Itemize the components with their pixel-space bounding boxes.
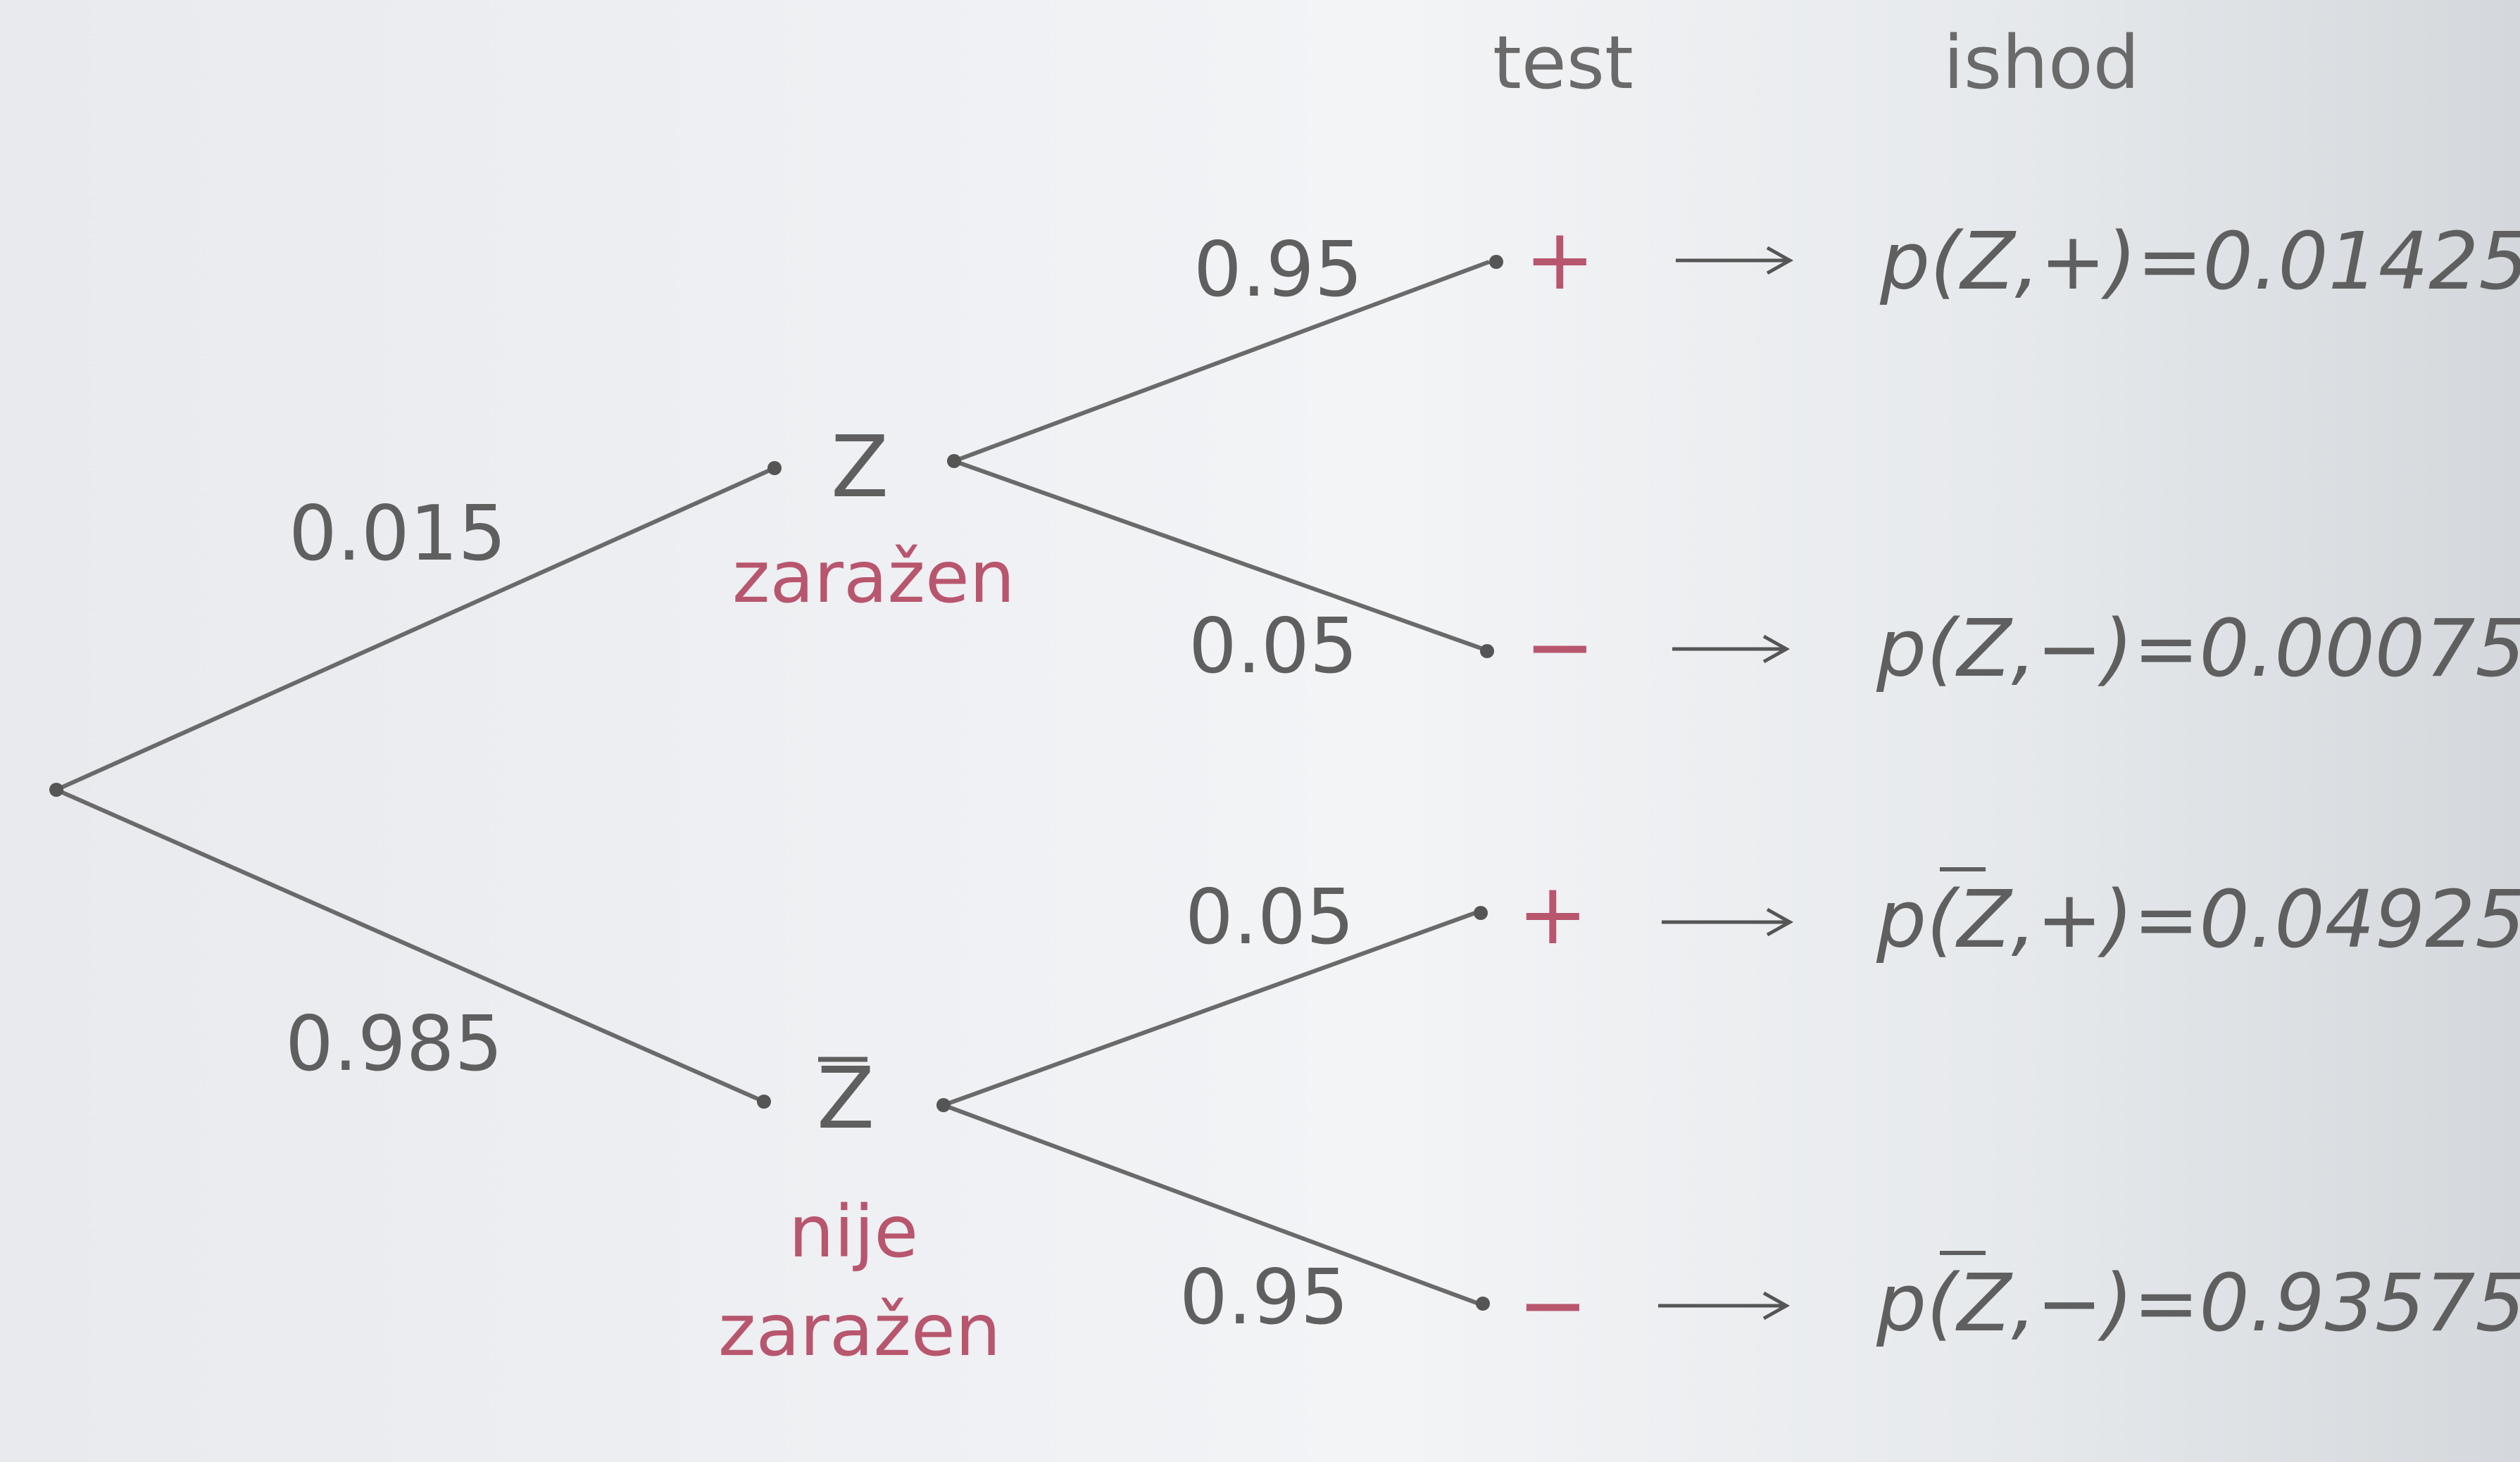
prob-infected-negative: 0.05 <box>1189 603 1358 691</box>
sign-plus-2: + <box>1517 866 1588 964</box>
header-test: test <box>1493 20 1634 106</box>
leaf-dot-4 <box>1476 1297 1490 1311</box>
leaf-dot-2 <box>1480 644 1494 658</box>
infected-split-dot <box>947 454 961 468</box>
leaf-dot-3 <box>1474 906 1488 920</box>
not-infected-node-label-line2: zaražen <box>718 1289 1001 1373</box>
arrow-3 <box>1662 907 1794 937</box>
arrow-4 <box>1658 1291 1791 1321</box>
edge-infected-positive <box>953 260 1491 463</box>
edge-healthy-positive <box>942 911 1477 1107</box>
result-healthy-negative: p(Z,−)=0.93575 <box>1876 1258 2520 1349</box>
sign-minus-1: − <box>1524 598 1596 696</box>
arrow-1 <box>1676 246 1794 275</box>
edge-root-not-infected <box>55 788 765 1104</box>
root-node <box>49 783 63 797</box>
infected-node-dot <box>767 461 782 475</box>
edge-root-infected <box>55 466 776 792</box>
edge-infected-negative <box>953 459 1491 653</box>
arrow-2 <box>1672 634 1791 664</box>
leaf-dot-1 <box>1489 255 1503 269</box>
sign-plus-1: + <box>1524 211 1596 309</box>
prob-healthy-negative: 0.95 <box>1179 1254 1348 1342</box>
not-infected-node-dot <box>757 1095 771 1109</box>
healthy-split-dot <box>936 1098 951 1112</box>
sign-minus-2: − <box>1517 1256 1588 1354</box>
infected-node-label: zaražen <box>732 536 1015 619</box>
result-infected-positive: p(Z,+)=0.01425 <box>1879 216 2520 308</box>
header-outcome: ishod <box>1943 20 2140 106</box>
prob-infected: 0.015 <box>289 490 506 578</box>
infected-node-letter: Z <box>831 419 889 517</box>
not-infected-node-label-line1: nije <box>789 1190 918 1274</box>
edge-healthy-negative <box>942 1103 1480 1306</box>
prob-not-infected: 0.985 <box>285 1000 503 1088</box>
not-infected-node-letter: Z <box>817 1050 875 1148</box>
prob-healthy-positive: 0.05 <box>1185 874 1354 962</box>
result-infected-negative: p(Z,−)=0.00075 <box>1876 603 2520 695</box>
prob-infected-positive: 0.95 <box>1193 226 1362 314</box>
result-healthy-positive: p(Z,+)=0.04925 <box>1876 874 2520 966</box>
